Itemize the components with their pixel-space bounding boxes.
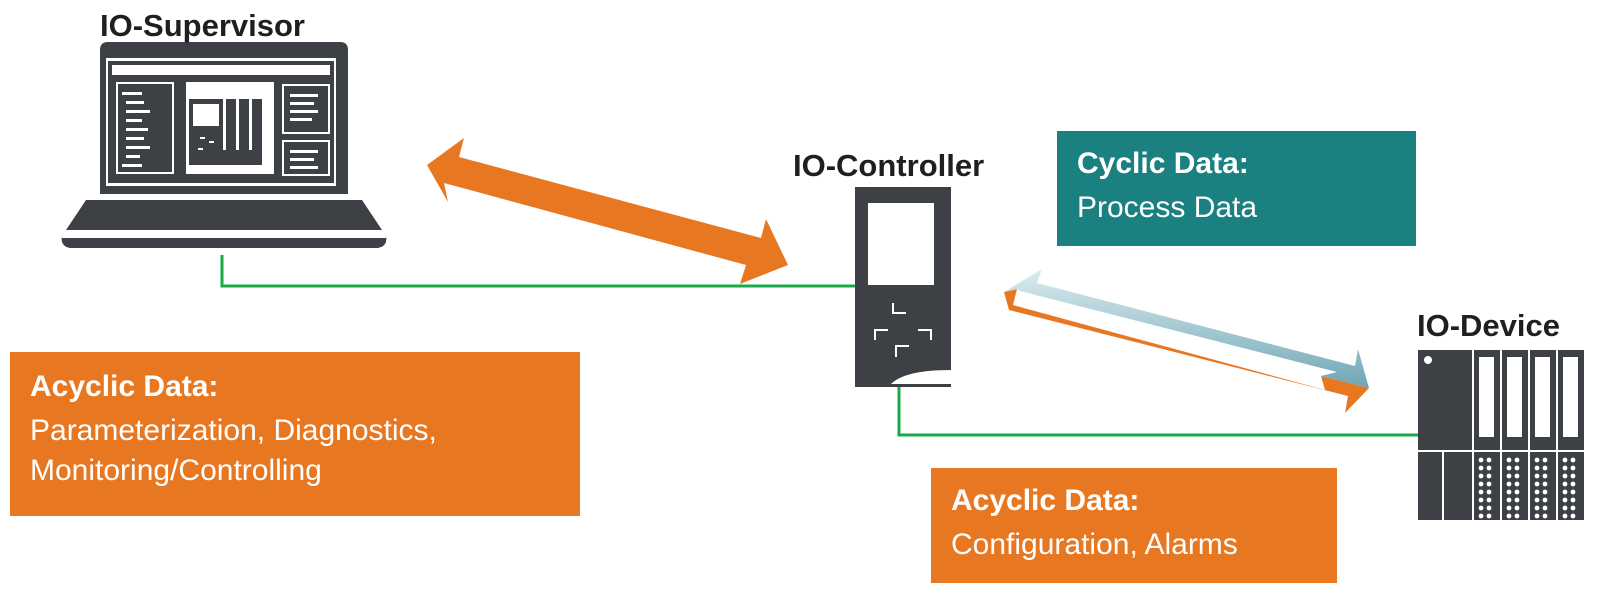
terminal-dot (1562, 513, 1568, 519)
device-connection-line (897, 385, 1418, 437)
terminal-dot (1542, 497, 1548, 503)
terminal-dot (1514, 513, 1520, 519)
terminal-dot (1478, 481, 1484, 487)
terminal-dot (1562, 497, 1568, 503)
terminal-dot (1506, 505, 1512, 511)
supervisor-connection-line (220, 255, 855, 288)
terminal-dot (1562, 473, 1568, 479)
supervisor-acyclic-line-1: Parameterization, Diagnostics, (30, 414, 437, 447)
terminal-dot (1506, 489, 1512, 495)
terminal-dot (1562, 465, 1568, 471)
terminal-dot (1542, 473, 1548, 479)
terminal-dot (1486, 481, 1492, 487)
terminal-dot (1514, 457, 1520, 463)
terminal-dot (1514, 481, 1520, 487)
terminal-dot (1534, 497, 1540, 503)
terminal-dot (1570, 457, 1576, 463)
terminal-dot (1542, 513, 1548, 519)
terminal-dot (1514, 473, 1520, 479)
controller-icon (855, 187, 951, 387)
controller-label: IO-Controller (793, 148, 985, 183)
terminal-dot (1478, 473, 1484, 479)
terminal-dot (1570, 473, 1576, 479)
terminal-dot (1514, 497, 1520, 503)
terminal-dot (1486, 457, 1492, 463)
terminal-dot (1542, 465, 1548, 471)
terminal-dot (1514, 489, 1520, 495)
terminal-dot (1534, 457, 1540, 463)
terminal-dot (1534, 489, 1540, 495)
terminal-dot (1506, 513, 1512, 519)
terminal-dot (1570, 489, 1576, 495)
terminal-dot (1562, 457, 1568, 463)
terminal-dot (1534, 481, 1540, 487)
terminal-dot (1478, 505, 1484, 511)
terminal-dot (1542, 481, 1548, 487)
cyclic-data-box: Cyclic Data: Process Data (1057, 131, 1416, 246)
terminal-dot (1514, 505, 1520, 511)
terminal-dot (1570, 513, 1576, 519)
device-acyclic-box: Acyclic Data: Configuration, Alarms (931, 468, 1337, 583)
supervisor-label: IO-Supervisor (100, 8, 305, 43)
terminal-dot (1570, 481, 1576, 487)
laptop-icon (61, 42, 387, 248)
terminal-dot (1478, 489, 1484, 495)
terminal-dot (1534, 505, 1540, 511)
terminal-dot (1486, 489, 1492, 495)
cyclic-data-title: Cyclic Data: (1077, 147, 1249, 180)
terminal-dot (1506, 457, 1512, 463)
terminal-dot (1506, 465, 1512, 471)
supervisor-acyclic-line-2: Monitoring/Controlling (30, 454, 322, 487)
terminal-dot (1562, 489, 1568, 495)
terminal-dot (1486, 513, 1492, 519)
terminal-dot (1486, 473, 1492, 479)
terminal-dot (1570, 465, 1576, 471)
terminal-dot (1486, 497, 1492, 503)
terminal-dot (1562, 505, 1568, 511)
terminal-dot (1570, 505, 1576, 511)
terminal-dot (1570, 497, 1576, 503)
terminal-dot (1478, 513, 1484, 519)
terminal-dot (1478, 497, 1484, 503)
terminal-dot (1534, 473, 1540, 479)
cyclic-arrow (1004, 269, 1369, 413)
terminal-dot (1506, 497, 1512, 503)
terminal-dot (1506, 473, 1512, 479)
device-acyclic-title: Acyclic Data: (951, 484, 1140, 517)
terminal-dot (1534, 465, 1540, 471)
device-label: IO-Device (1417, 308, 1561, 343)
cyclic-data-line-1: Process Data (1077, 191, 1258, 224)
terminal-dot (1562, 481, 1568, 487)
terminal-dot (1534, 513, 1540, 519)
terminal-dot (1542, 457, 1548, 463)
terminal-dot (1514, 465, 1520, 471)
device-acyclic-line-1: Configuration, Alarms (951, 528, 1238, 561)
terminal-dot (1506, 481, 1512, 487)
terminal-dot (1478, 457, 1484, 463)
io-device-icon (1418, 350, 1584, 520)
terminal-dot (1542, 505, 1548, 511)
acyclic-arrow-supervisor (427, 138, 788, 284)
terminal-dot (1486, 465, 1492, 471)
terminal-dot (1478, 465, 1484, 471)
terminal-dot (1486, 505, 1492, 511)
terminal-dot (1542, 489, 1548, 495)
supervisor-acyclic-title: Acyclic Data: (30, 370, 219, 403)
supervisor-acyclic-box: Acyclic Data: Parameterization, Diagnost… (10, 352, 580, 516)
